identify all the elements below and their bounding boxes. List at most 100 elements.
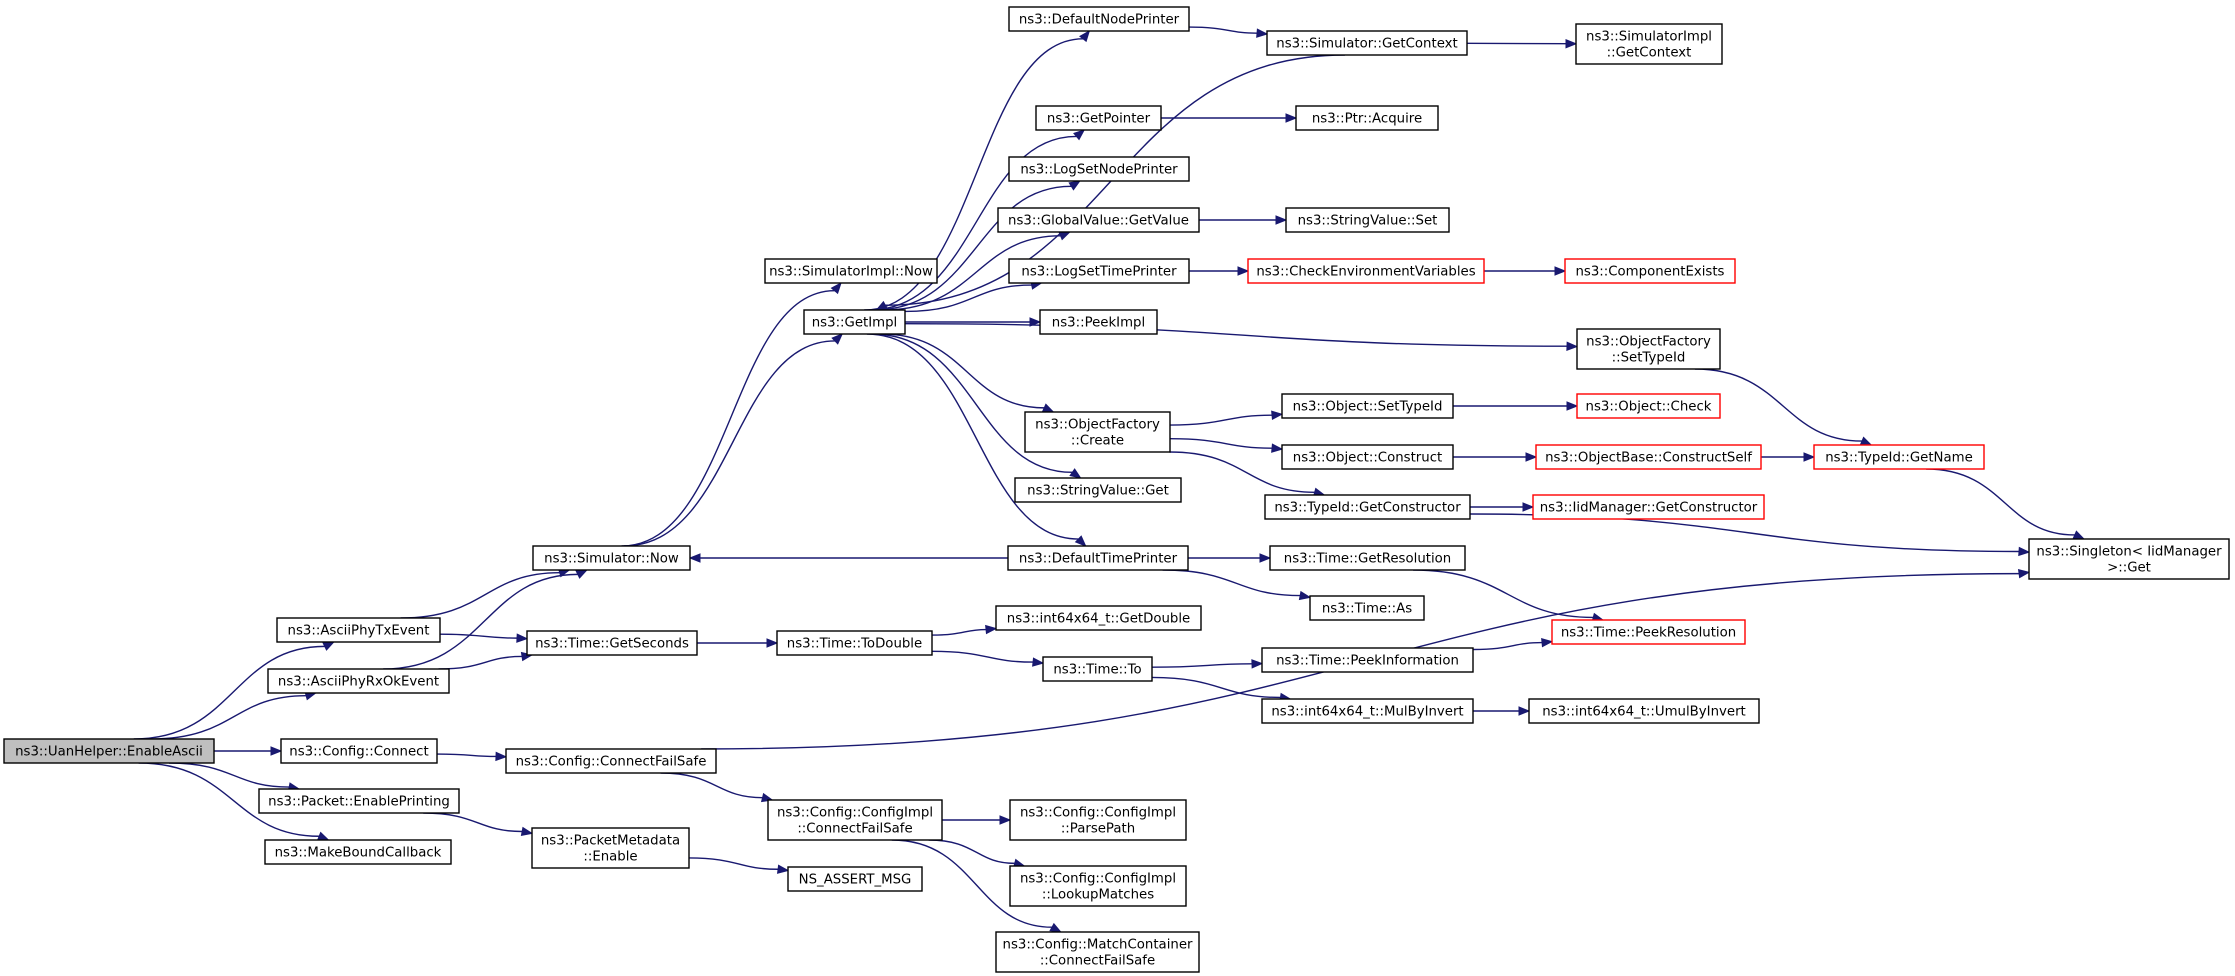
node-label: ns3::Simulator::Now <box>544 552 679 567</box>
node-box <box>1576 393 1721 419</box>
edge-arrowhead <box>999 815 1012 825</box>
node-mkcb[interactable]: ns3::MakeBoundCallback <box>264 839 452 865</box>
node-peekimpl[interactable]: ns3::PeekImpl <box>1039 309 1158 335</box>
node-box <box>995 605 1202 631</box>
edge-line <box>439 633 518 639</box>
edge-arrowhead <box>1566 401 1579 411</box>
node-umulbyinv[interactable]: ns3::int64x64_t::UmulByInvert <box>1528 698 1760 724</box>
node-lognode[interactable]: ns3::LogSetNodePrinter <box>1008 156 1190 182</box>
node-mcfs[interactable]: ns3::Config::MatchContainer::ConnectFail… <box>995 931 1200 973</box>
node-parsepath[interactable]: ns3::Config::ConfigImpl::ParsePath <box>1009 799 1187 841</box>
node-ofcreate[interactable]: ns3::ObjectFactory::Create <box>1024 411 1171 453</box>
node-singleton[interactable]: ns3::Singleton< IidManager>::Get <box>2028 538 2230 580</box>
edge-ofcreate-to-tidgetc <box>1169 451 1326 497</box>
node-getres[interactable]: ns3::Time::GetResolution <box>1269 545 1466 571</box>
node-objsettid[interactable]: ns3::Object::SetTypeId <box>1281 393 1454 419</box>
edge-arrowhead <box>1049 922 1062 933</box>
edge-line <box>621 289 835 547</box>
node-box <box>1264 494 1471 520</box>
edge-arrowhead <box>1068 180 1081 191</box>
node-logtime[interactable]: ns3::LogSetTimePrinter <box>1008 258 1190 284</box>
node-tidgetc[interactable]: ns3::TypeId::GetConstructor <box>1264 494 1471 520</box>
node-box <box>1551 619 1746 645</box>
node-lookup[interactable]: ns3::Config::ConfigImpl::LookupMatches <box>1009 865 1187 907</box>
edge-arrowhead <box>2018 546 2031 557</box>
node-timeto[interactable]: ns3::Time::To <box>1042 656 1153 682</box>
node-label: ns3::TypeId::GetConstructor <box>1274 501 1461 516</box>
edge-checkenv-to-compexists <box>1483 266 1567 276</box>
node-todouble[interactable]: ns3::Time::ToDouble <box>776 630 933 656</box>
node-box <box>1564 258 1736 284</box>
edge-root-to-cfgconnect <box>214 746 283 756</box>
node-timeas[interactable]: ns3::Time::As <box>1309 595 1425 621</box>
node-mulbyinv[interactable]: ns3::int64x64_t::MulByInvert <box>1261 698 1474 724</box>
node-svget[interactable]: ns3::StringValue::Get <box>1014 477 1182 503</box>
node-box <box>767 799 943 841</box>
node-objconst[interactable]: ns3::Object::Construct <box>1281 444 1454 470</box>
edge-line <box>383 573 578 670</box>
node-peekres[interactable]: ns3::Time::PeekResolution <box>1551 619 1746 645</box>
edge-arrowhead <box>1041 403 1055 413</box>
node-simimplnow[interactable]: ns3::SimulatorImpl::Now <box>764 258 938 284</box>
node-peekinfo[interactable]: ns3::Time::PeekInformation <box>1261 647 1474 673</box>
edge-obcs-to-tidgetname <box>1760 452 1816 462</box>
node-gvget[interactable]: ns3::GlobalValue::GetValue <box>997 207 1200 233</box>
node-pmeta[interactable]: ns3::PacketMetadata::Enable <box>531 827 690 869</box>
node-cimplfs[interactable]: ns3::Config::ConfigImpl::ConnectFailSafe <box>767 799 943 841</box>
node-objcheck[interactable]: ns3::Object::Check <box>1576 393 1721 419</box>
edge-arrowhead <box>270 746 283 756</box>
edge-line <box>138 762 320 837</box>
node-simimplctx[interactable]: ns3::SimulatorImpl::GetContext <box>1575 23 1723 65</box>
edge-line <box>438 655 523 670</box>
node-label: ns3::PeekImpl <box>1052 316 1145 331</box>
node-connfs[interactable]: ns3::Config::ConnectFailSafe <box>505 748 717 774</box>
node-defnode[interactable]: ns3::DefaultNodePrinter <box>1008 6 1190 32</box>
node-getimpl[interactable]: ns3::GetImpl <box>803 309 906 335</box>
node-svset[interactable]: ns3::StringValue::Set <box>1285 207 1450 233</box>
node-tx[interactable]: ns3::AsciiPhyTxEvent <box>276 617 441 643</box>
node-simctx[interactable]: ns3::Simulator::GetContext <box>1266 30 1468 56</box>
edge-arrowhead <box>1541 637 1554 648</box>
node-label: ns3::GetPointer <box>1047 112 1151 127</box>
edge-line <box>1926 468 2075 536</box>
node-root[interactable]: ns3::UanHelper::EnableAscii <box>3 738 215 764</box>
node-box <box>1532 494 1765 520</box>
node-label: ns3::MakeBoundCallback <box>275 846 442 861</box>
edge-arrowhead <box>1803 452 1816 462</box>
node-checkenv[interactable]: ns3::CheckEnvironmentVariables <box>1247 258 1485 284</box>
node-getsec[interactable]: ns3::Time::GetSeconds <box>526 630 698 656</box>
edge-line <box>436 753 497 758</box>
node-label: ns3::ObjectFactory <box>1035 418 1160 433</box>
node-box <box>1575 23 1723 65</box>
edge-arrowhead <box>516 633 529 643</box>
node-rxok[interactable]: ns3::AsciiPhyRxOkEvent <box>267 668 450 694</box>
edge-pktprint-to-pmeta <box>423 812 534 837</box>
node-label: ns3::StringValue::Set <box>1298 214 1438 229</box>
node-ptracq[interactable]: ns3::Ptr::Acquire <box>1295 105 1439 131</box>
edge-getimpl-to-peekimpl <box>905 317 1042 327</box>
node-ofsettid[interactable]: ns3::ObjectFactory::SetTypeId <box>1576 328 1721 370</box>
edge-deftime-to-timeas <box>1162 569 1312 601</box>
node-obcs[interactable]: ns3::ObjectBase::ConstructSelf <box>1535 444 1762 470</box>
node-box <box>1576 328 1721 370</box>
node-i64getd[interactable]: ns3::int64x64_t::GetDouble <box>995 605 1202 631</box>
edge-arrowhead <box>1275 215 1288 225</box>
node-deftime[interactable]: ns3::DefaultTimePrinter <box>1007 545 1189 571</box>
node-tidgetname[interactable]: ns3::TypeId::GetName <box>1813 444 1985 470</box>
node-box <box>787 866 923 892</box>
node-box <box>264 839 452 865</box>
edge-pmeta-to-nsassert <box>688 857 790 874</box>
edge-arrowhead <box>520 826 534 837</box>
node-box <box>526 630 698 656</box>
node-cfgconnect[interactable]: ns3::Config::Connect <box>280 738 438 764</box>
node-nsassert[interactable]: NS_ASSERT_MSG <box>787 866 923 892</box>
node-box <box>1528 698 1760 724</box>
node-getptr[interactable]: ns3::GetPointer <box>1035 105 1162 131</box>
edge-line <box>904 323 1568 347</box>
edge-arrowhead <box>1074 535 1087 547</box>
node-compexists[interactable]: ns3::ComponentExists <box>1564 258 1736 284</box>
node-simnow[interactable]: ns3::Simulator::Now <box>532 545 691 571</box>
node-label: ::Enable <box>583 850 637 865</box>
node-iidgetc[interactable]: ns3::IidManager::GetConstructor <box>1532 494 1765 520</box>
node-pktprint[interactable]: ns3::Packet::EnablePrinting <box>258 788 460 814</box>
